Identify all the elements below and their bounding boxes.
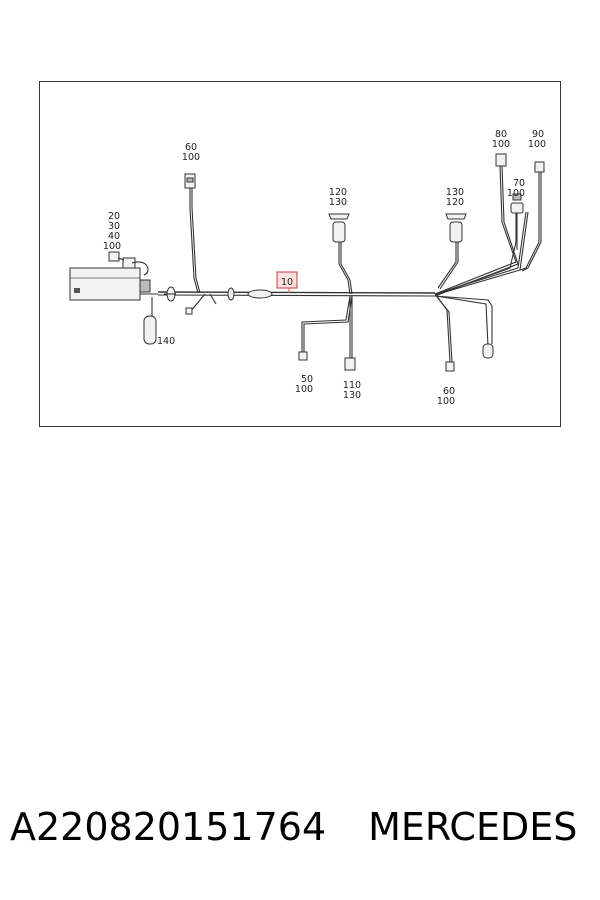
cylinder-part-140 (143, 297, 157, 345)
label-100: 100 (528, 139, 546, 150)
callout-10: 10 (281, 277, 293, 288)
label-40: 40 (108, 231, 120, 242)
connector-70-100 (510, 193, 524, 250)
label-60: 60 (443, 386, 455, 397)
label-130: 130 (343, 390, 361, 401)
caption: A220820151764 MERCEDES (10, 805, 590, 849)
brand-name: MERCEDES (368, 805, 578, 849)
connector-80-100 (495, 153, 507, 167)
wiring-harness-diagram: 10 (39, 81, 561, 427)
main-trunk-wire (157, 291, 436, 294)
part-number: A220820151764 (10, 805, 327, 849)
branch-small-left (185, 293, 217, 315)
label-90: 90 (532, 129, 544, 140)
label-140: 140 (157, 336, 175, 347)
label-100: 100 (103, 241, 121, 252)
label-60: 60 (185, 142, 197, 153)
sleeve-middle (247, 289, 273, 299)
label-70: 70 (513, 178, 525, 189)
connector-130-120 (437, 213, 467, 290)
grommet-left (164, 286, 176, 302)
label-100: 100 (437, 396, 455, 407)
label-100: 100 (492, 139, 510, 150)
label-100: 100 (507, 188, 525, 199)
label-50: 50 (301, 374, 313, 385)
label-130: 130 (446, 187, 464, 198)
harness-drawing: 10 (69, 129, 546, 407)
label-30: 30 (108, 221, 120, 232)
label-20: 20 (108, 211, 120, 222)
connector-120-130 (328, 213, 353, 295)
label-100: 100 (295, 384, 313, 395)
label-130: 130 (329, 197, 347, 208)
connector-90-100 (519, 161, 545, 272)
branch-50-100 (298, 295, 353, 361)
label-120: 120 (446, 197, 464, 208)
label-80: 80 (495, 129, 507, 140)
branch-110-130 (344, 296, 356, 371)
round-connector-right (482, 343, 494, 359)
clip-left (227, 287, 235, 301)
label-100: 100 (182, 152, 200, 163)
connector-60-100-bottom (445, 361, 455, 372)
control-unit (69, 251, 158, 301)
callout-10-highlight: 10 (276, 271, 298, 293)
label-110: 110 (343, 380, 361, 391)
branch-60-100-top (184, 173, 201, 294)
main-trunk-wire-2 (157, 294, 436, 297)
label-120: 120 (329, 187, 347, 198)
